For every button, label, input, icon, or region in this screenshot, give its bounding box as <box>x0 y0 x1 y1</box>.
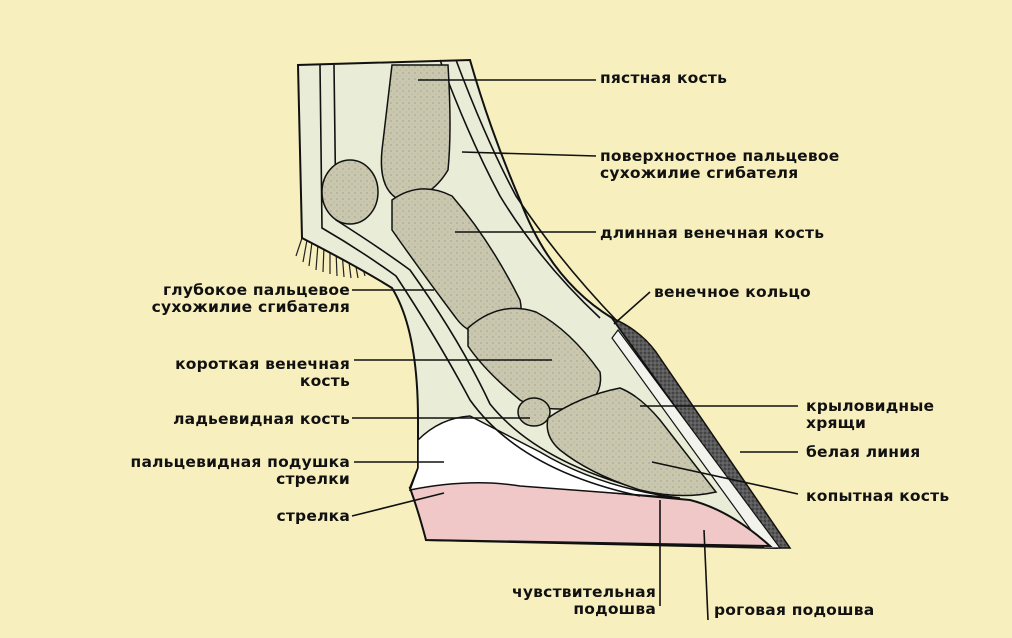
label-line: роговая подошва <box>714 602 874 619</box>
label-pyastnaya-kost: пястная кость <box>600 70 727 87</box>
label-belaya-liniya: белая линия <box>806 444 920 461</box>
label-strelka: стрелка <box>276 508 350 525</box>
label-line: длинная венечная кость <box>600 225 824 242</box>
label-line: копытная кость <box>806 488 949 505</box>
label-line: поверхностное пальцевое <box>600 148 839 165</box>
label-kopytnaya-kost: копытная кость <box>806 488 949 505</box>
label-chuvstvitelnaya-podoshva: чувствительная подошва <box>512 584 656 618</box>
label-line: хрящи <box>806 415 934 432</box>
label-line: глубокое пальцевое <box>152 282 350 299</box>
label-korotkaya-venechnaya: короткая венечная кость <box>175 356 350 390</box>
cannon-bone <box>381 65 450 200</box>
label-line: подошва <box>512 601 656 618</box>
label-line: чувствительная <box>512 584 656 601</box>
navicular-bone <box>518 398 550 426</box>
label-rogovaya-podoshva: роговая подошва <box>714 602 874 619</box>
label-glubokoe-sukhozhilie: глубокое пальцевое сухожилие сгибателя <box>152 282 350 316</box>
label-line: стрелки <box>131 471 350 488</box>
label-palcevidnaya-podushka: пальцевидная подушка стрелки <box>131 454 350 488</box>
label-line: крыловидные <box>806 398 934 415</box>
label-venechnoe-kolco: венечное кольцо <box>654 284 811 301</box>
label-line: стрелка <box>276 508 350 525</box>
label-line: венечное кольцо <box>654 284 811 301</box>
label-line: сухожилие сгибателя <box>152 299 350 316</box>
label-line: кость <box>175 373 350 390</box>
label-ladevidnaya-kost: ладьевидная кость <box>173 411 350 428</box>
label-line: пальцевидная подушка <box>131 454 350 471</box>
label-line: короткая венечная <box>175 356 350 373</box>
label-line: ладьевидная кость <box>173 411 350 428</box>
sesamoid-bone <box>322 160 378 224</box>
label-line: сухожилие сгибателя <box>600 165 839 182</box>
label-dlinnaya-venechnaya: длинная венечная кость <box>600 225 824 242</box>
label-poverkhnostnoe-sukhozhilie: поверхностное пальцевое сухожилие сгибат… <box>600 148 839 182</box>
label-line: пястная кость <box>600 70 727 87</box>
label-line: белая линия <box>806 444 920 461</box>
label-krylovidnye-khryashchi: крыловидные хрящи <box>806 398 934 432</box>
